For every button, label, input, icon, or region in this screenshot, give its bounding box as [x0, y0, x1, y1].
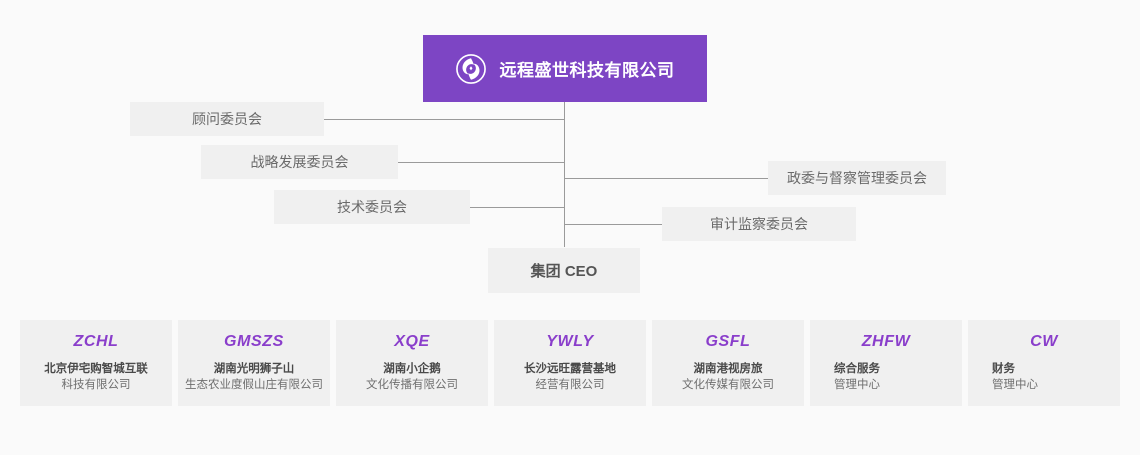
subsidiary-card-gmszs[interactable]: GMSZS 湖南光明狮子山 生态农业度假山庄有限公司 — [178, 320, 330, 406]
subsidiary-card-zchl[interactable]: ZCHL 北京伊宅购智城互联 科技有限公司 — [20, 320, 172, 406]
subsidiary-code: XQE — [394, 332, 430, 350]
subsidiary-name-line1: 财务 — [992, 362, 1015, 375]
subsidiary-name-line1: 北京伊宅购智城互联 — [44, 362, 148, 375]
connector-line-audit — [564, 224, 662, 225]
subsidiary-code: ZHFW — [861, 332, 911, 350]
subsidiary-card-xqe[interactable]: XQE 湖南小企鹅 文化传播有限公司 — [336, 320, 488, 406]
connector-line-political-supervision — [564, 178, 768, 179]
committee-label: 政委与督察管理委员会 — [787, 170, 927, 186]
subsidiary-name-line2: 文化传播有限公司 — [366, 378, 458, 391]
subsidiary-name-line2: 生态农业度假山庄有限公司 — [185, 378, 323, 391]
subsidiary-name-line1: 长沙远旺露营基地 — [524, 362, 616, 375]
committee-box-technology[interactable]: 技术委员会 — [274, 190, 470, 224]
ceo-label: 集团 CEO — [530, 263, 598, 280]
committee-box-political-supervision[interactable]: 政委与督察管理委员会 — [768, 161, 946, 195]
subsidiary-code: CW — [1030, 332, 1058, 350]
committee-box-strategy[interactable]: 战略发展委员会 — [201, 145, 398, 179]
subsidiary-name-line2: 文化传媒有限公司 — [682, 378, 774, 391]
subsidiary-card-zhfw[interactable]: ZHFW 综合服务 管理中心 — [810, 320, 962, 406]
connector-line-advisory — [324, 119, 564, 120]
committee-label: 审计监察委员会 — [710, 216, 808, 232]
subsidiary-code: YWLY — [546, 332, 594, 350]
trunk-vertical-line — [564, 102, 565, 247]
subsidiary-name-line1: 湖南小企鹅 — [383, 362, 441, 375]
subsidiary-card-ywly[interactable]: YWLY 长沙远旺露营基地 经营有限公司 — [494, 320, 646, 406]
committee-box-advisory[interactable]: 顾问委员会 — [130, 102, 324, 136]
connector-line-strategy — [398, 162, 564, 163]
committee-box-audit[interactable]: 审计监察委员会 — [662, 207, 856, 241]
subsidiary-cards-row: ZCHL 北京伊宅购智城互联 科技有限公司 GMSZS 湖南光明狮子山 生态农业… — [20, 320, 1120, 406]
subsidiary-name-line2: 经营有限公司 — [535, 378, 605, 391]
committee-label: 战略发展委员会 — [250, 154, 349, 170]
connector-line-technology — [470, 207, 564, 208]
root-company-title: 远程盛世科技有限公司 — [499, 61, 675, 80]
subsidiary-code: GSFL — [705, 332, 751, 350]
subsidiary-card-cw[interactable]: CW 财务 管理中心 — [968, 320, 1120, 406]
subsidiary-name-line1: 湖南港视房旅 — [693, 362, 763, 375]
committee-label: 技术委员会 — [337, 199, 407, 215]
subsidiary-code: ZCHL — [73, 332, 119, 350]
circular-swirl-logo-icon — [455, 53, 486, 84]
root-company-node[interactable]: 远程盛世科技有限公司 — [423, 35, 707, 102]
subsidiary-name-line1: 湖南光明狮子山 — [213, 362, 295, 375]
subsidiary-code: GMSZS — [224, 332, 284, 350]
subsidiary-name-line2: 管理中心 — [992, 378, 1038, 391]
subsidiary-name-line2: 管理中心 — [834, 378, 880, 391]
subsidiary-card-gsfl[interactable]: GSFL 湖南港视房旅 文化传媒有限公司 — [652, 320, 804, 406]
subsidiary-name-line1: 综合服务 — [834, 362, 880, 375]
subsidiary-name-line2: 科技有限公司 — [61, 378, 131, 391]
ceo-node[interactable]: 集团 CEO — [488, 248, 640, 293]
committee-label: 顾问委员会 — [192, 111, 262, 127]
